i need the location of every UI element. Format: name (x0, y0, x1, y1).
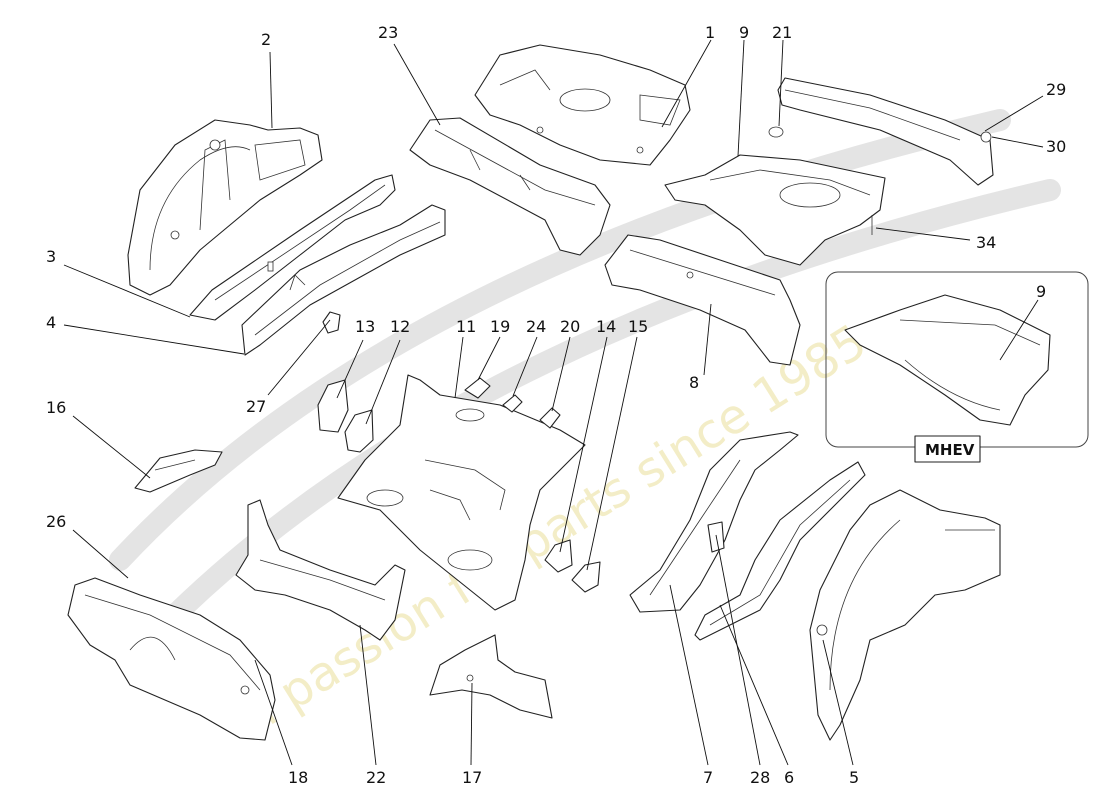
part-16-bracket (134, 449, 223, 493)
part-6-outer-wheelarch (694, 461, 866, 641)
leader-lines (63, 39, 1044, 766)
part-11-rear-floor-pan (337, 374, 586, 611)
callout-1: 1 (705, 23, 715, 42)
part-7-inner-wheelarch (629, 431, 799, 613)
part-27-clip (322, 311, 341, 334)
callout-5: 5 (849, 768, 859, 787)
callout-23: 24 (526, 317, 546, 336)
callout-15: 15 (628, 317, 648, 336)
callout-4: 4 (46, 313, 56, 332)
callout-29: 29 (1046, 80, 1066, 99)
callout-8: 8 (689, 373, 699, 392)
callout-24: 22 (366, 768, 386, 787)
callout-19: 19 (490, 317, 510, 336)
part-24-crossmember (235, 499, 406, 641)
part-9-spare-wheel-tub (664, 126, 886, 266)
callout-20: 20 (560, 317, 580, 336)
callout-30: 30 (1046, 137, 1066, 156)
callouts: 2 23 1 9 21 29 30 34 3 4 9 13 12 11 19 2… (46, 23, 1066, 787)
callout-21: 21 (772, 23, 792, 42)
part-13-bracket (317, 379, 349, 433)
callout-27: 27 (246, 397, 266, 416)
callout-7: 7 (703, 768, 713, 787)
mhev-inset: MHEV (825, 271, 1089, 463)
part-18-rear-panel (67, 577, 276, 741)
callout-26: 26 (46, 512, 66, 531)
callout-18: 18 (288, 768, 308, 787)
callout-22: 23 (378, 23, 398, 42)
callout-9-mhev: 9 (1036, 282, 1046, 301)
callout-3: 3 (46, 247, 56, 266)
part-12-bracket (344, 409, 374, 453)
part-1-parcel-shelf (474, 44, 691, 166)
part-22-crossmember (409, 117, 611, 256)
part-14-bracket (544, 539, 573, 573)
callout-11: 11 (456, 317, 476, 336)
mhev-inset-label: MHEV (925, 441, 975, 459)
part-2-rear-wheelhouse-left (127, 119, 323, 296)
part-17-bracket (429, 634, 553, 719)
callout-2: 2 (261, 30, 271, 49)
callout-12: 12 (390, 317, 410, 336)
callout-17: 17 (462, 768, 482, 787)
part-3-rear-rail (189, 174, 396, 321)
callout-13: 13 (355, 317, 375, 336)
callout-6: 6 (784, 768, 794, 787)
callout-14: 14 (596, 317, 616, 336)
callout-9: 9 (739, 23, 749, 42)
part-23-bracket (502, 394, 523, 413)
part-29-bumper-beam (777, 77, 994, 186)
callout-16: 16 (46, 398, 66, 417)
part-5-rear-wheelhouse-right (809, 489, 1001, 741)
callout-34: 34 (976, 233, 996, 252)
part-8-rear-crossmember (604, 234, 801, 366)
part-20-bracket (539, 407, 561, 429)
part-4-longitudinal-member (241, 204, 446, 356)
callout-28: 28 (750, 768, 770, 787)
part-15-bracket (571, 561, 601, 593)
part-19-bracket (464, 377, 491, 399)
